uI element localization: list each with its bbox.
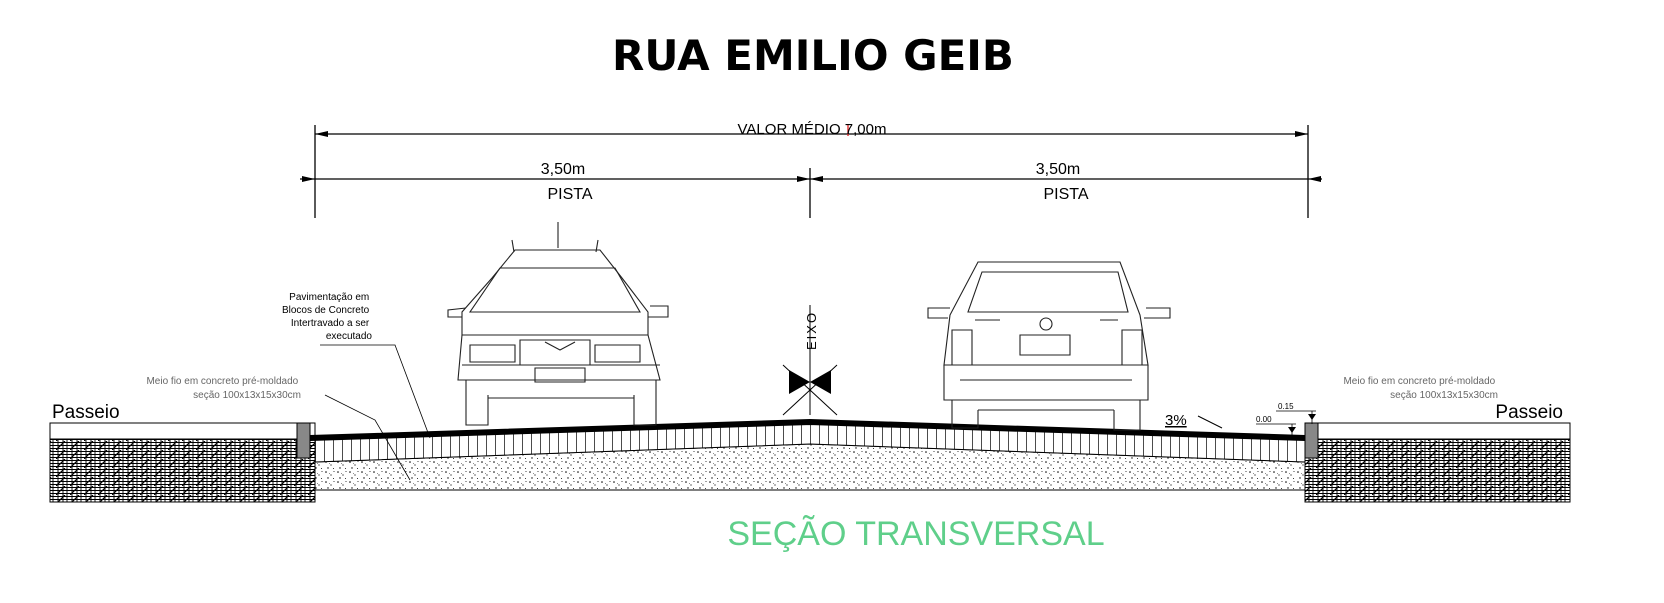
curb-left-note: Meio fio em concreto pré-moldado seção 1…	[146, 376, 301, 401]
curb-left-leader	[324, 394, 411, 481]
curb-left-note-line-2: seção 100x13x15x30cm	[193, 390, 301, 401]
sidewalk-left-label: Passeio	[52, 402, 120, 423]
level-arrow-top	[1308, 414, 1316, 420]
level-arrow-bottom	[1288, 427, 1296, 433]
drawing-title: RUA EMILIO GEIB	[612, 31, 1014, 80]
right-lane-width: 3,50m	[1036, 161, 1080, 178]
sidewalk-right	[1304, 422, 1571, 503]
level-top-label: 0.15	[1278, 402, 1294, 411]
slope-label: 3%	[1165, 412, 1187, 429]
axis-label: EIXO	[804, 311, 819, 350]
pavement-note-line-4: executado	[326, 331, 373, 342]
sidewalk-left	[49, 422, 316, 503]
left-lane-label: PISTA	[547, 186, 592, 203]
curb-right	[1304, 422, 1319, 459]
level-bottom-label: 0.00	[1256, 415, 1272, 424]
pavement-note-line-3: Intertravado a ser	[291, 318, 370, 329]
curb-right-note-line-1: Meio fio em concreto pré-moldado	[1343, 376, 1495, 387]
car-rear-icon	[927, 261, 1171, 431]
curb-left	[296, 422, 311, 459]
curb-right-note-line-2: seção 100x13x15x30cm	[1390, 390, 1498, 401]
curb-left-note-line-1: Meio fio em concreto pré-moldado	[146, 376, 298, 387]
axis-marker	[782, 305, 838, 416]
dimension-arrows	[302, 131, 1321, 182]
pavement-note: Pavimentação em Blocos de Concreto Inter…	[282, 292, 372, 342]
pavement-note-line-1: Pavimentação em	[289, 292, 369, 303]
section-caption: SEÇÃO TRANSVERSAL	[727, 515, 1104, 553]
dimension-lines	[300, 125, 1322, 218]
right-lane-label: PISTA	[1043, 186, 1088, 203]
left-lane-width: 3,50m	[541, 161, 585, 178]
total-width-label: VALOR MÉDIO 7,00m	[738, 121, 887, 138]
car-front-icon	[447, 222, 669, 426]
sidewalk-right-label: Passeio	[1495, 402, 1563, 423]
pavement-leader	[320, 344, 431, 439]
pavement-surface	[309, 418, 1306, 441]
pavement-note-line-2: Blocos de Concreto	[282, 305, 370, 316]
slope-indicator	[1197, 415, 1223, 429]
curb-right-note: Meio fio em concreto pré-moldado seção 1…	[1343, 376, 1498, 401]
